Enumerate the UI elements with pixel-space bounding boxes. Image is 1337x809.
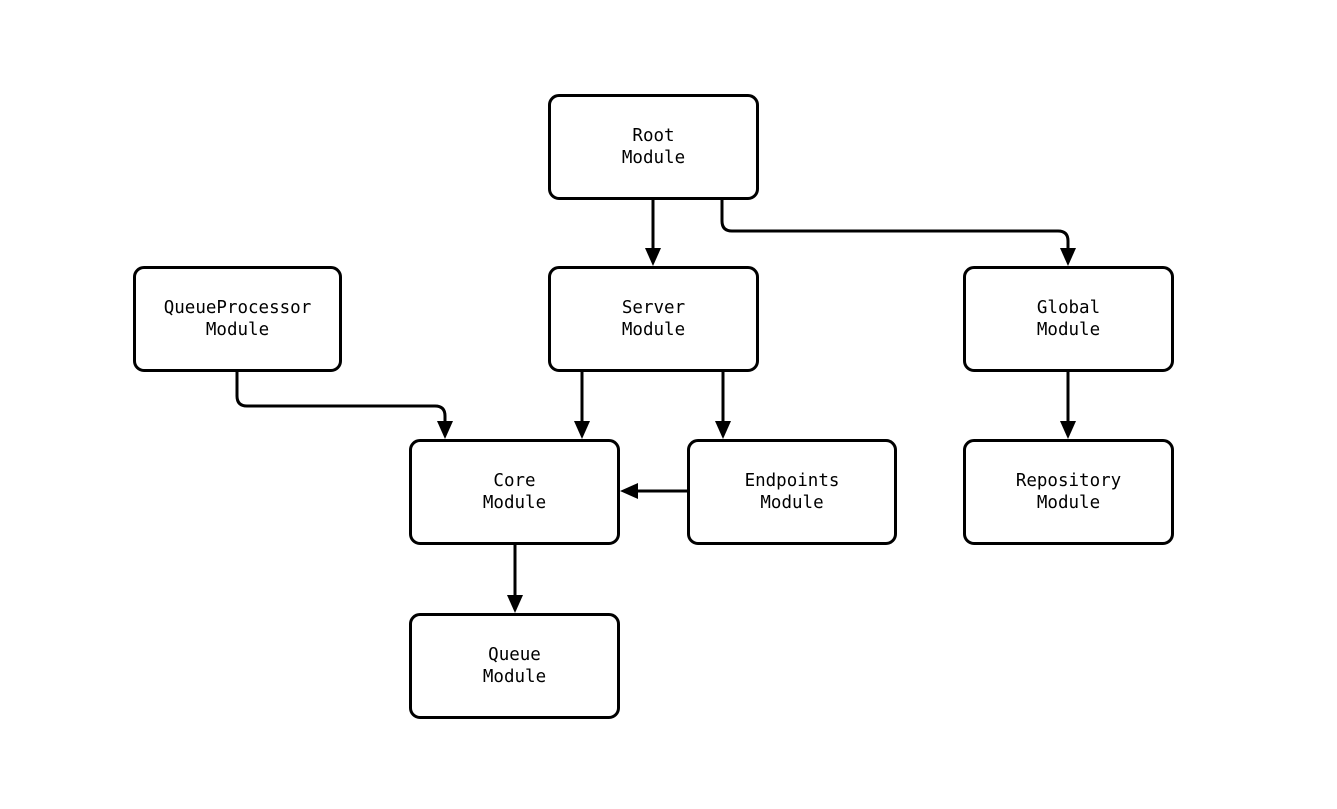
edge-core-to-queue	[507, 545, 523, 613]
arrowhead-icon	[620, 483, 638, 499]
arrowhead-icon	[645, 248, 661, 266]
node-label-secondary: Module	[621, 320, 686, 340]
node-label-secondary: Module	[482, 667, 547, 687]
arrowhead-icon	[715, 421, 731, 439]
edge-endpoints-to-core	[620, 483, 687, 499]
node-label-primary: Root	[632, 126, 675, 146]
node-label-secondary: Module	[1036, 493, 1101, 513]
arrowhead-icon	[1060, 421, 1076, 439]
edge-root-to-server	[645, 200, 661, 266]
arrowhead-icon	[1060, 248, 1076, 266]
node-label-primary: Queue	[488, 645, 541, 665]
node-label-primary: Global	[1036, 298, 1101, 318]
node-label-primary: Core	[493, 471, 536, 491]
edge-server-to-core	[574, 372, 590, 439]
edge-line	[720, 200, 1070, 248]
edge-root-to-global	[720, 200, 1076, 266]
edges-group	[235, 200, 1076, 613]
node-label-secondary: Module	[482, 493, 547, 513]
node-label-primary: Server	[621, 298, 686, 318]
edge-global-to-repository	[1060, 372, 1076, 439]
arrowhead-icon	[507, 595, 523, 613]
edge-queueprocessor-to-core	[235, 372, 453, 439]
node-label-secondary: Module	[621, 148, 686, 168]
arrowhead-icon	[574, 421, 590, 439]
edge-line	[235, 372, 447, 421]
arrowhead-icon	[437, 421, 453, 439]
edge-server-to-endpoints	[715, 372, 731, 439]
node-label-secondary: Module	[760, 493, 824, 513]
node-label-primary: Repository	[1015, 471, 1122, 491]
node-label-primary: Endpoints	[744, 471, 840, 491]
node-label-secondary: Module	[205, 320, 270, 340]
node-label-primary: QueueProcessor	[163, 298, 312, 318]
node-label-secondary: Module	[1036, 320, 1101, 340]
